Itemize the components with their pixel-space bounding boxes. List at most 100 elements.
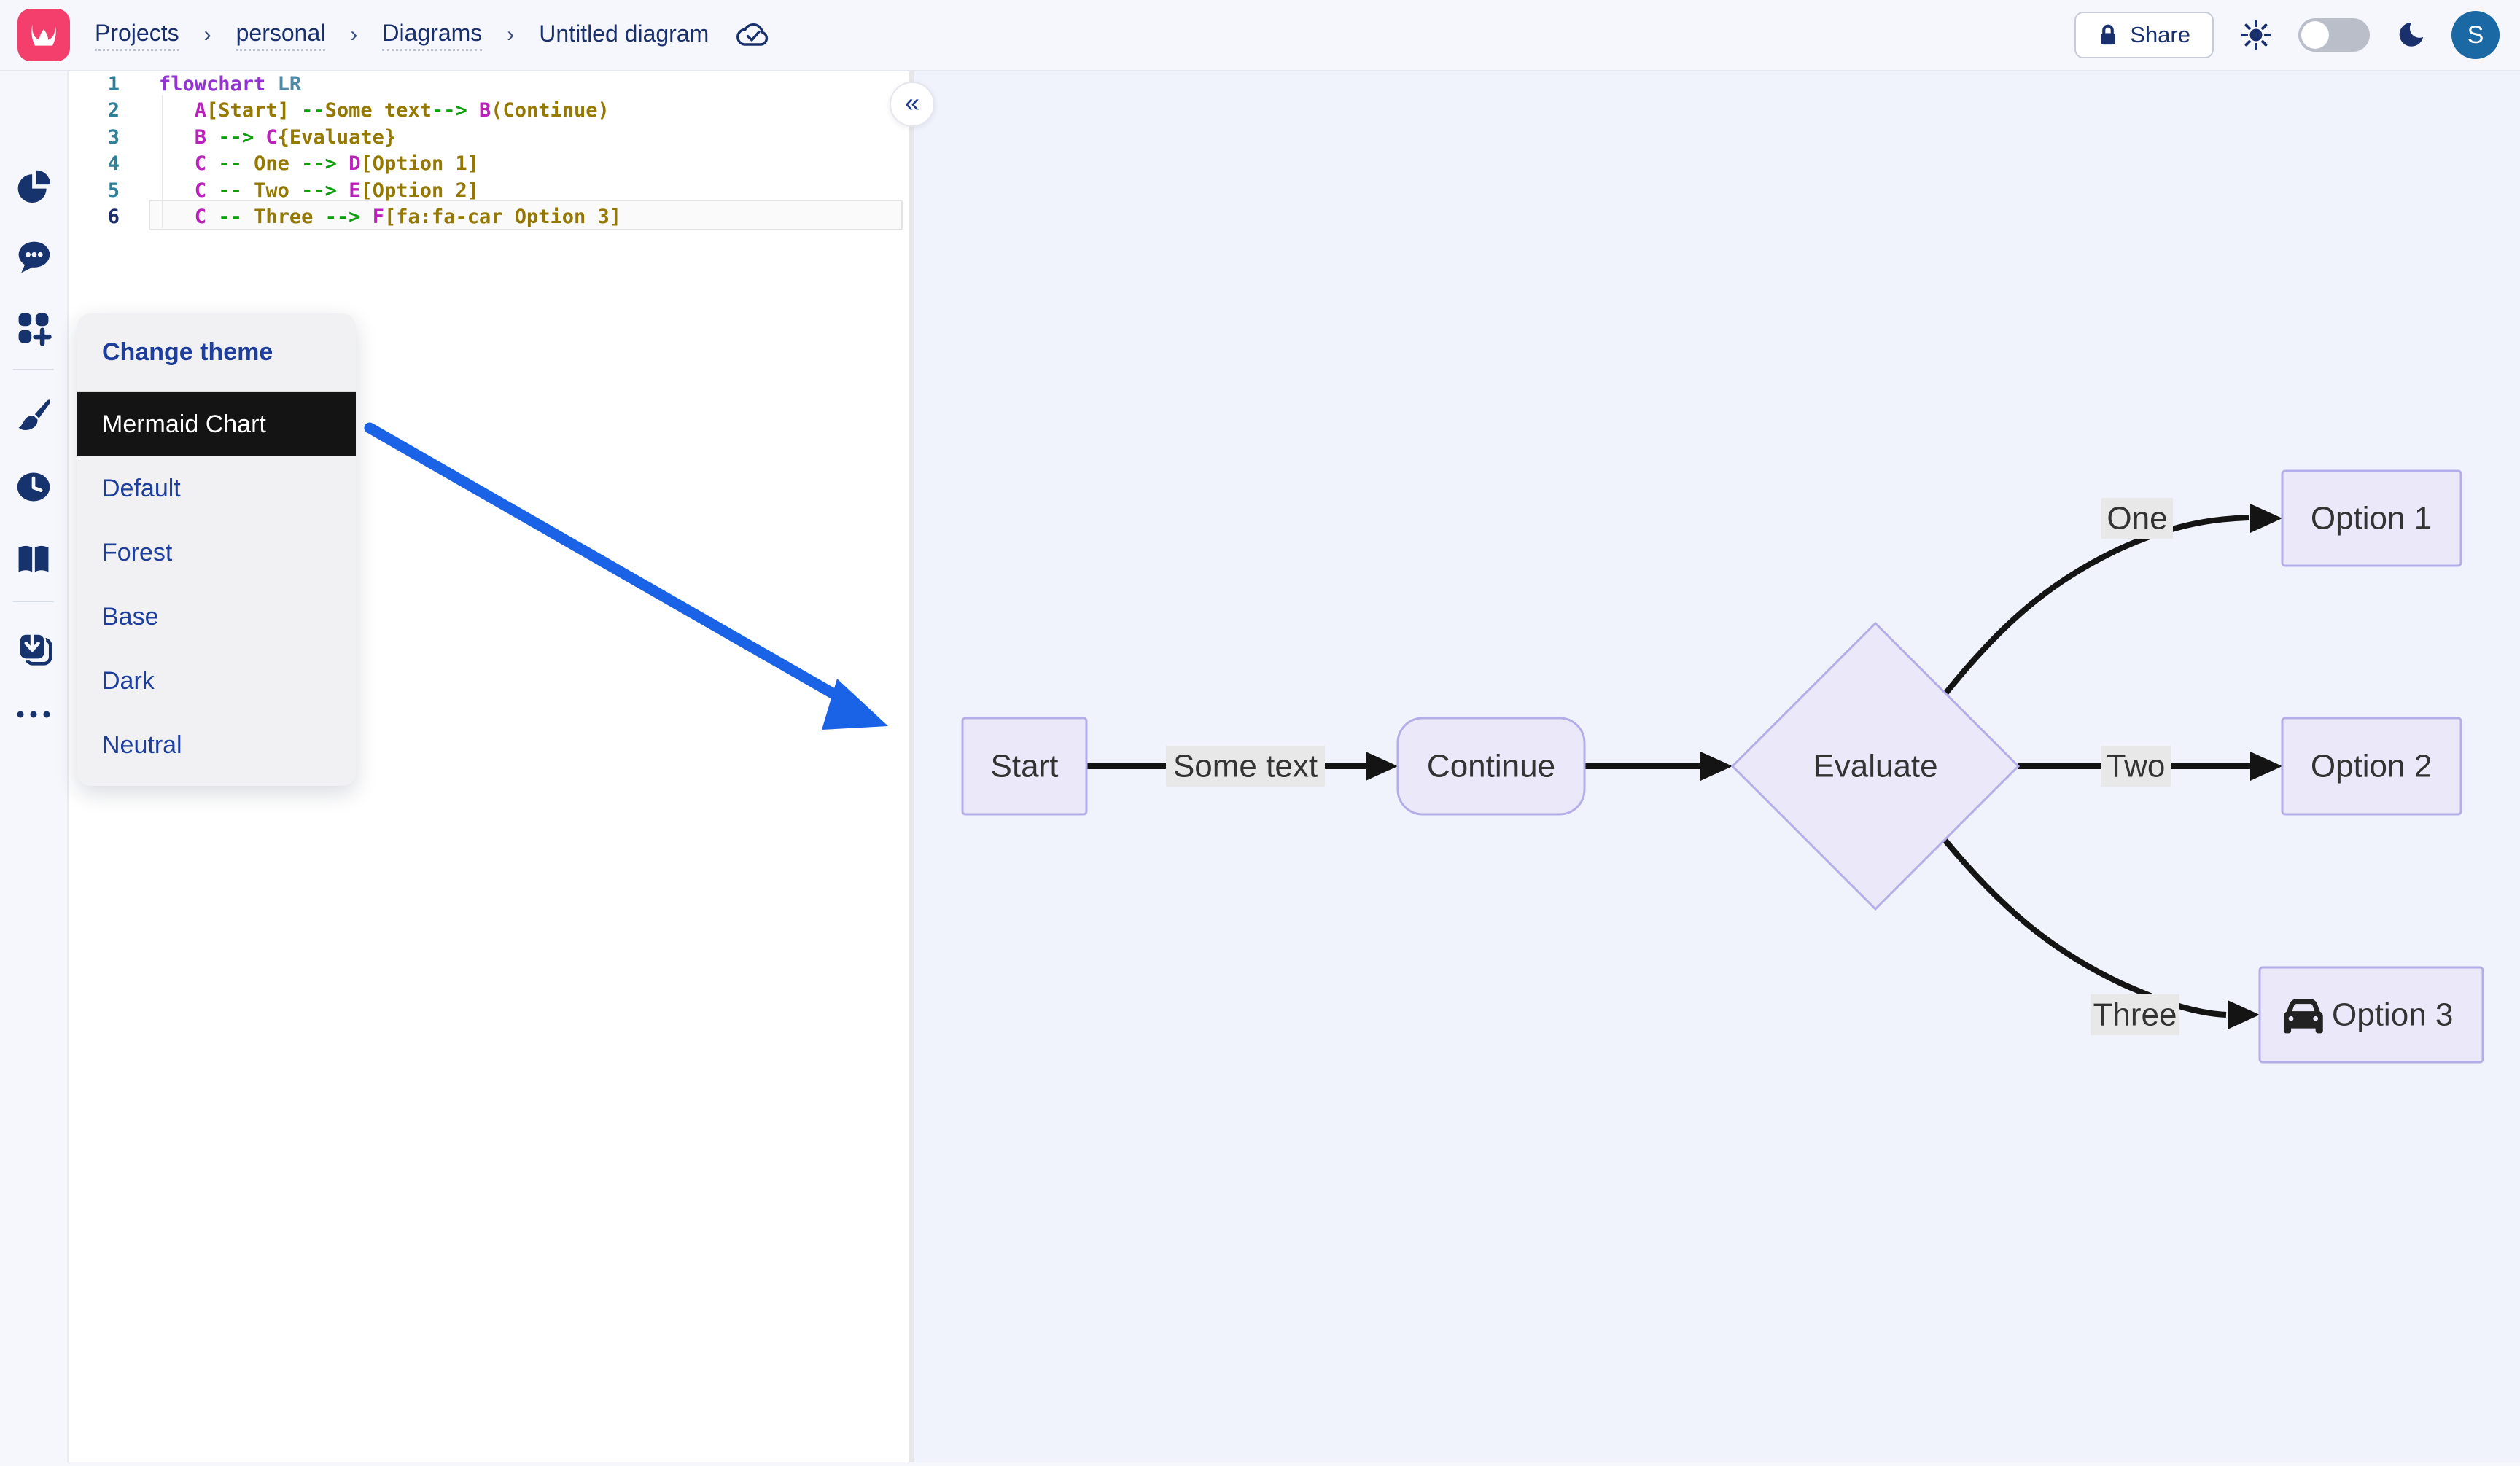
edge-labels: Some text One Two Three: [1166, 498, 2179, 1035]
node-option3[interactable]: [2258, 966, 2484, 1064]
code-token: Two: [254, 179, 289, 202]
menu-item-default[interactable]: Default: [102, 474, 181, 502]
code-token: [242, 206, 254, 228]
code-line-2[interactable]: 2 A[Start] --Some text--> B(Continue): [69, 98, 909, 124]
line-content[interactable]: A[Start] --Some text--> B(Continue): [159, 98, 610, 124]
more-icon[interactable]: [0, 707, 67, 722]
code-token: [206, 206, 218, 228]
edge-label-two: Two: [2107, 749, 2166, 784]
line-number: 1: [107, 73, 120, 95]
line-number: 4: [107, 152, 120, 176]
code-token: C: [194, 179, 207, 202]
code-token: [242, 179, 254, 202]
indent-guide: [162, 95, 163, 228]
breadcrumb-personal[interactable]: personal: [236, 20, 326, 51]
code-token: -->: [218, 125, 254, 149]
code-token: [206, 152, 218, 175]
node-continue-label: Continue: [1427, 749, 1555, 784]
node-option1[interactable]: [2281, 469, 2462, 567]
code-line-1[interactable]: 1 flowchart LR: [69, 71, 909, 98]
code-token: [289, 99, 301, 122]
book-icon[interactable]: [0, 539, 67, 577]
pie-chart-icon[interactable]: [0, 166, 67, 204]
menu-item-forest[interactable]: Forest: [102, 538, 173, 566]
node-evaluate[interactable]: [1730, 621, 2021, 911]
code-token: C: [265, 125, 278, 149]
clock-icon[interactable]: [0, 468, 67, 506]
line-number: 5: [107, 179, 120, 202]
code-token: -->: [324, 206, 361, 229]
topbar-actions: Share S: [2074, 0, 2500, 70]
node-continue[interactable]: [1396, 717, 1586, 816]
line-content[interactable]: C -- Two --> E[Option 2]: [159, 178, 479, 204]
code-token: [159, 126, 195, 149]
code-token: [206, 179, 218, 202]
node-option2-label: Option 2: [2311, 749, 2432, 784]
line-content[interactable]: C -- Three --> F[fa:fa-car Option 3]: [159, 204, 621, 230]
menu-item-dark[interactable]: Dark: [102, 666, 155, 695]
code-token: Some text: [324, 99, 432, 122]
code-line-6[interactable]: 6 C -- Three --> F[fa:fa-car Option 3]: [69, 204, 909, 230]
user-avatar[interactable]: S: [2451, 11, 2500, 59]
current-line-highlight: [149, 200, 903, 230]
lock-icon: [2101, 24, 2116, 45]
code-token: B: [478, 99, 491, 122]
code-token: [337, 152, 349, 175]
code-token: [159, 152, 195, 175]
code-token: (Continue): [491, 99, 610, 122]
code-token: [159, 179, 195, 202]
breadcrumb-diagrams[interactable]: Diagrams: [382, 20, 483, 51]
share-button[interactable]: Share: [2074, 12, 2214, 58]
code-line-4[interactable]: 4 C -- One --> D[Option 1]: [69, 151, 909, 177]
code-token: flowchart: [159, 73, 266, 95]
export-icon[interactable]: [0, 627, 67, 668]
arrowhead: [1700, 752, 1732, 781]
breadcrumb-separator: ›: [350, 23, 358, 47]
line-content[interactable]: flowchart LR: [159, 71, 301, 98]
mermaid-logo[interactable]: [18, 9, 70, 61]
node-option1-label: Option 1: [2311, 501, 2432, 537]
dark-mode-toggle[interactable]: [2298, 18, 2370, 52]
edge-label-one: One: [2107, 501, 2167, 537]
code-token: D: [349, 152, 361, 176]
node-option2[interactable]: [2281, 717, 2462, 816]
code-token: --: [301, 99, 325, 122]
code-token: [313, 206, 324, 228]
top-bar: Projects › personal › Diagrams › Untitle…: [0, 0, 2520, 71]
node-evaluate-label: Evaluate: [1813, 749, 1937, 784]
code-token: [337, 179, 349, 202]
menu-item-base[interactable]: Base: [102, 602, 159, 631]
sun-icon: [2241, 20, 2271, 50]
code-token: --: [218, 152, 242, 176]
sidebar-divider: [13, 369, 54, 370]
paintbrush-icon[interactable]: [0, 397, 67, 434]
code-token: --: [218, 179, 242, 202]
menu-item-neutral[interactable]: Neutral: [102, 730, 182, 759]
pane-divider[interactable]: [909, 70, 914, 1462]
breadcrumb-projects[interactable]: Projects: [95, 20, 179, 51]
code-token: C: [194, 152, 207, 176]
code-token: [360, 206, 372, 228]
code-token: [Option 1]: [360, 152, 480, 176]
code-token: [289, 152, 301, 175]
menu-item-mermaid-chart[interactable]: Mermaid Chart: [77, 392, 356, 456]
code-token: -->: [301, 152, 337, 176]
line-content[interactable]: B --> C{Evaluate}: [159, 125, 396, 151]
new-diagram-icon[interactable]: [0, 309, 67, 347]
code-line-5[interactable]: 5 C -- Two --> E[Option 2]: [69, 178, 909, 204]
code-line-3[interactable]: 3 B --> C{Evaluate}: [69, 125, 909, 151]
code-token: C: [194, 206, 207, 229]
diagram-canvas[interactable]: Some text One Two Three Start Continue E…: [914, 71, 2520, 1462]
node-start-label: Start: [991, 749, 1059, 784]
breadcrumb-current-document[interactable]: Untitled diagram: [539, 20, 709, 47]
line-content[interactable]: C -- One --> D[Option 1]: [159, 151, 479, 177]
node-start[interactable]: [961, 717, 1088, 816]
collapse-editor-button[interactable]: «: [890, 82, 935, 127]
chat-icon[interactable]: [0, 238, 67, 276]
edge-evaluate-option3: [1938, 833, 2227, 1018]
code-token: [Start]: [206, 99, 289, 122]
edge-label-some-text: Some text: [1173, 749, 1318, 784]
car-icon: [2284, 999, 2323, 1034]
